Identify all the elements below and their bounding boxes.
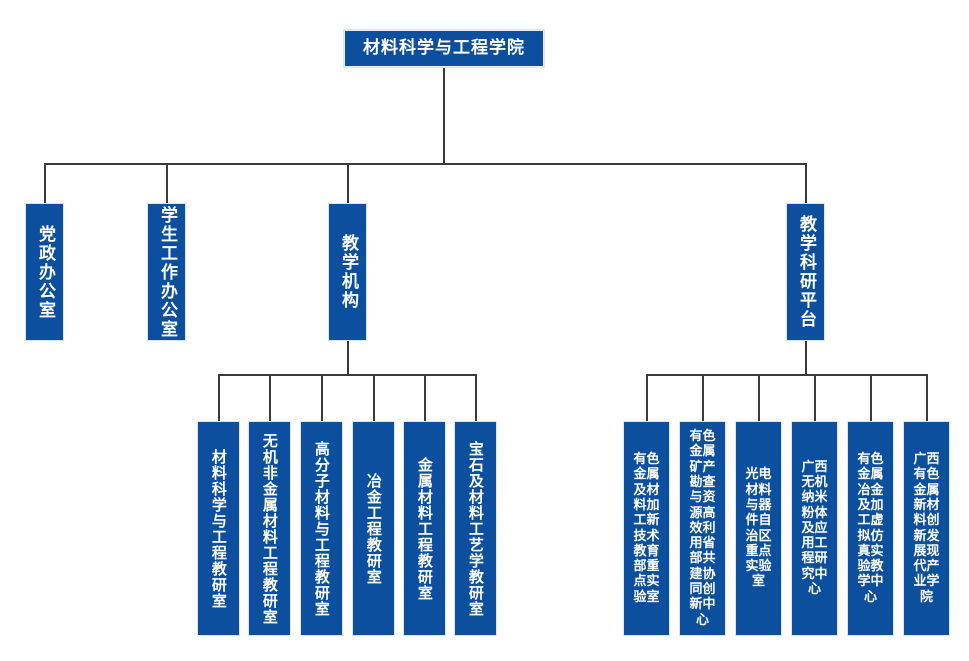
connector-teaching-bus bbox=[218, 374, 476, 376]
node-teaching-research-platform-label: 教学科研平台 bbox=[796, 215, 817, 329]
node-platform-label: 广西无机纳米粉体及应用工程研究中心 bbox=[801, 459, 828, 598]
connector-drop-platform-2 bbox=[702, 374, 704, 422]
node-platform-label: 广西有色金属新材料创新发展现代产业学院 bbox=[913, 451, 940, 605]
node-teaching-unit[interactable]: 高分子材料与工程教研室 bbox=[301, 422, 342, 635]
node-platform-label: 有色金属及材料加工新技术教育部重点实验室 bbox=[633, 451, 660, 605]
connector-drop-platform-5 bbox=[870, 374, 872, 422]
node-teaching-unit[interactable]: 冶金工程教研室 bbox=[353, 422, 394, 635]
connector-drop-platform-1 bbox=[646, 374, 648, 422]
connector-drop-platform-6 bbox=[926, 374, 928, 422]
node-platform[interactable]: 光电材料与器件自治区重点实验室 bbox=[736, 422, 781, 635]
node-platform-label: 有色金属冶金及加工虚拟仿真实验教学中心 bbox=[857, 451, 884, 605]
node-party-office-label: 党政办公室 bbox=[35, 224, 56, 320]
connector-root-stem bbox=[443, 66, 445, 165]
node-teaching-unit[interactable]: 材料科学与工程教研室 bbox=[198, 422, 239, 635]
node-platform[interactable]: 广西有色金属新材料创新发展现代产业学院 bbox=[904, 422, 949, 635]
connector-platform-bus bbox=[646, 374, 926, 376]
node-teaching-unit-label: 宝石及材料工艺学教研室 bbox=[466, 440, 485, 617]
node-teaching-research-platform[interactable]: 教学科研平台 bbox=[787, 204, 824, 340]
node-student-affairs-office[interactable]: 学生工作办公室 bbox=[148, 204, 185, 340]
node-platform-label: 有色金属矿产勘查与资源高效利用省部共建协同创新中心 bbox=[689, 428, 716, 628]
node-platform[interactable]: 有色金属矿产勘查与资源高效利用省部共建协同创新中心 bbox=[680, 422, 725, 635]
connector-drop-teaching-6 bbox=[475, 374, 477, 422]
node-teaching-organization-label: 教学机构 bbox=[338, 234, 359, 310]
connector-drop-l2-2 bbox=[166, 163, 168, 204]
node-root[interactable]: 材料科学与工程学院 bbox=[344, 30, 544, 67]
connector-drop-teaching-5 bbox=[424, 374, 426, 422]
node-teaching-organization[interactable]: 教学机构 bbox=[329, 204, 366, 340]
node-platform[interactable]: 广西无机纳米粉体及应用工程研究中心 bbox=[792, 422, 837, 635]
connector-drop-l2-1 bbox=[44, 163, 46, 204]
connector-teaching-stem bbox=[347, 341, 349, 375]
node-teaching-unit-label: 高分子材料与工程教研室 bbox=[312, 440, 331, 617]
node-platform[interactable]: 有色金属及材料加工新技术教育部重点实验室 bbox=[624, 422, 669, 635]
connector-platform-stem bbox=[805, 341, 807, 375]
connector-drop-l2-4 bbox=[805, 163, 807, 204]
node-platform-label: 光电材料与器件自治区重点实验室 bbox=[745, 467, 772, 590]
node-teaching-unit-label: 冶金工程教研室 bbox=[364, 472, 383, 585]
connector-main-bus bbox=[44, 163, 806, 165]
node-teaching-unit-label: 金属材料工程教研室 bbox=[415, 456, 434, 601]
node-party-office[interactable]: 党政办公室 bbox=[26, 204, 63, 340]
connector-drop-platform-3 bbox=[758, 374, 760, 422]
node-teaching-unit-label: 无机非金属材料工程教研室 bbox=[260, 432, 279, 625]
node-teaching-unit[interactable]: 无机非金属材料工程教研室 bbox=[249, 422, 290, 635]
connector-drop-teaching-2 bbox=[269, 374, 271, 422]
connector-drop-teaching-3 bbox=[321, 374, 323, 422]
node-root-label: 材料科学与工程学院 bbox=[363, 37, 525, 58]
node-teaching-unit[interactable]: 金属材料工程教研室 bbox=[404, 422, 445, 635]
connector-drop-platform-4 bbox=[814, 374, 816, 422]
connector-drop-l2-3 bbox=[347, 163, 349, 204]
node-teaching-unit[interactable]: 宝石及材料工艺学教研室 bbox=[455, 422, 496, 635]
node-student-affairs-office-label: 学生工作办公室 bbox=[157, 205, 178, 339]
node-teaching-unit-label: 材料科学与工程教研室 bbox=[209, 448, 228, 609]
node-platform[interactable]: 有色金属冶金及加工虚拟仿真实验教学中心 bbox=[848, 422, 893, 635]
connector-drop-teaching-1 bbox=[218, 374, 220, 422]
connector-drop-teaching-4 bbox=[373, 374, 375, 422]
